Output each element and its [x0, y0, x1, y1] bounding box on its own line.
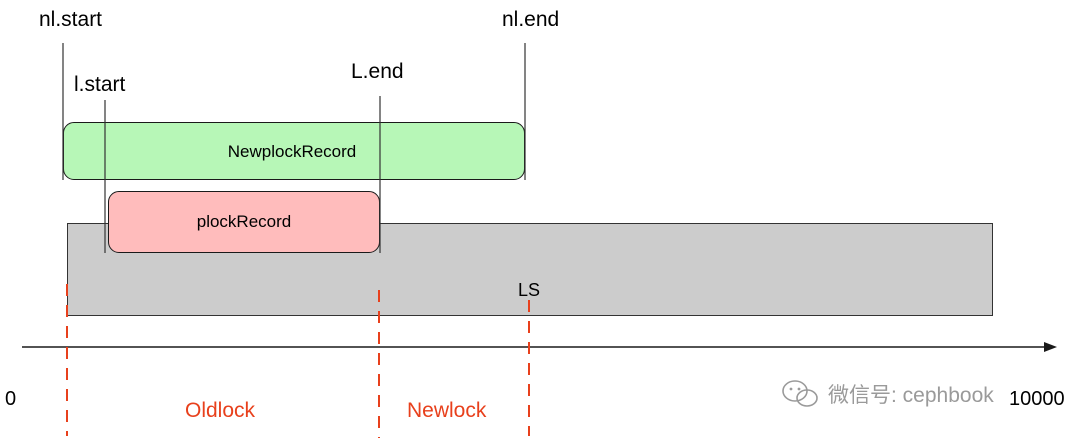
axis-arrow-icon: [1044, 342, 1057, 352]
watermark: 微信号: cephbook: [780, 378, 994, 410]
nl-end-label: nl.end: [502, 8, 560, 31]
wechat-icon: [782, 380, 818, 407]
newplock-record-label: NewplockRecord: [227, 142, 357, 161]
l-start-label: l.start: [74, 73, 126, 96]
oldlock-region-label: Oldlock: [185, 399, 256, 422]
nl-start-label: nl.start: [39, 8, 103, 31]
plock-record-label: plockRecord: [196, 212, 292, 231]
l-end-label: L.end: [351, 60, 404, 83]
newplock-record-box: NewplockRecord: [63, 122, 525, 180]
newlock-region-label: Newlock: [407, 399, 487, 422]
ls-label: LS: [518, 280, 541, 300]
plock-record-box: plockRecord: [108, 191, 380, 253]
axis-max-label: 10000: [1009, 388, 1065, 410]
watermark-text: 微信号: cephbook: [828, 384, 994, 407]
axis-min-label: 0: [5, 388, 17, 410]
